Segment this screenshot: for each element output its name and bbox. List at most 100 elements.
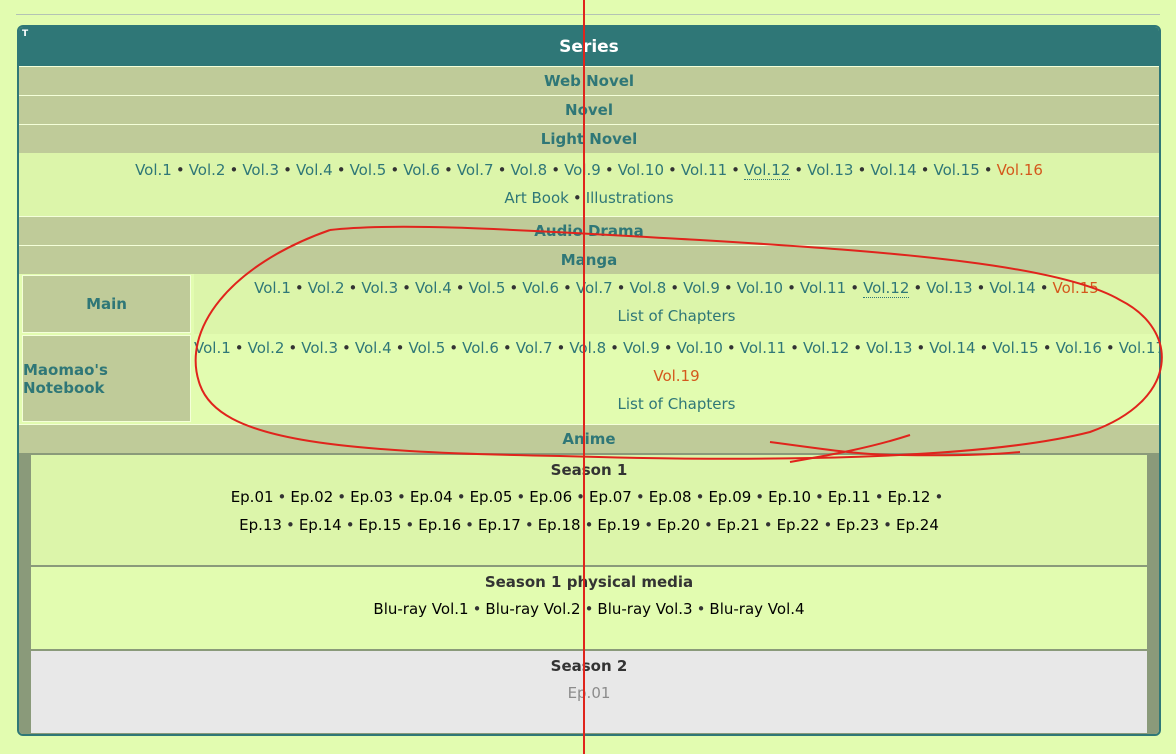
episode-link[interactable]: Ep.16 bbox=[418, 516, 462, 534]
light-novel-volume-link[interactable]: Vol.14 bbox=[870, 161, 917, 179]
light-novel-volume-link[interactable]: Vol.11 bbox=[680, 161, 728, 179]
notebook-volume-link[interactable]: Vol.7 bbox=[515, 339, 553, 357]
light-novel-volume-link[interactable]: Vol.6 bbox=[403, 161, 440, 179]
light-novel-extra-link[interactable]: Art Book bbox=[504, 189, 569, 207]
notebook-volume-link[interactable]: Vol.11 bbox=[739, 339, 787, 357]
manga-volume-link[interactable]: Vol.2 bbox=[307, 279, 345, 297]
manga-main-link[interactable]: Main bbox=[86, 295, 127, 313]
light-novel-volume-link[interactable]: Vol.10 bbox=[617, 161, 664, 179]
list-separator: • bbox=[497, 161, 507, 179]
manga-volume-link[interactable]: Vol.15 bbox=[1052, 279, 1099, 297]
episode-link[interactable]: Ep.06 bbox=[529, 488, 573, 506]
episode-link[interactable]: Ep.21 bbox=[716, 516, 760, 534]
section-novel[interactable]: Novel bbox=[19, 95, 1159, 124]
episode-link[interactable]: Ep.01 bbox=[567, 684, 611, 702]
notebook-volume-link[interactable]: Vol.2 bbox=[247, 339, 285, 357]
notebook-volume-link[interactable]: Vol.16 bbox=[1055, 339, 1102, 357]
episode-link[interactable]: Ep.11 bbox=[827, 488, 871, 506]
manga-volume-link[interactable]: Vol.10 bbox=[736, 279, 784, 297]
notebook-volume-link[interactable]: Vol.3 bbox=[301, 339, 339, 357]
light-novel-volume-link[interactable]: Vol.2 bbox=[188, 161, 226, 179]
maomao-notebook-link[interactable]: Maomao's Notebook bbox=[23, 360, 108, 397]
notebook-volume-link[interactable]: Vol.1 bbox=[194, 339, 231, 357]
anime-link[interactable]: Anime bbox=[562, 430, 616, 448]
maomao-notebook-label[interactable]: Maomao's Notebook bbox=[22, 335, 191, 422]
light-novel-volume-link[interactable]: Vol.4 bbox=[295, 161, 333, 179]
section-audio-drama[interactable]: Audio Drama bbox=[19, 216, 1159, 245]
episode-link[interactable]: Ep.04 bbox=[409, 488, 453, 506]
section-web-novel[interactable]: Web Novel bbox=[19, 66, 1159, 95]
manga-volume-link[interactable]: Vol.12 bbox=[863, 279, 910, 298]
light-novel-volume-link[interactable]: Vol.3 bbox=[242, 161, 280, 179]
bluray-link[interactable]: Blu-ray Vol.4 bbox=[709, 600, 805, 618]
bluray-link[interactable]: Blu-ray Vol.3 bbox=[597, 600, 693, 618]
light-novel-volume-link[interactable]: Vol.7 bbox=[456, 161, 494, 179]
bluray-link[interactable]: Blu-ray Vol.1 bbox=[373, 600, 469, 618]
manga-link[interactable]: Manga bbox=[560, 251, 618, 269]
light-novel-volume-link[interactable]: Vol.1 bbox=[135, 161, 172, 179]
episode-link[interactable]: Ep.18 bbox=[537, 516, 581, 534]
notebook-volume-link[interactable]: Vol.10 bbox=[676, 339, 723, 357]
manga-volume-link[interactable]: Vol.9 bbox=[683, 279, 720, 297]
section-manga[interactable]: Manga bbox=[19, 245, 1159, 274]
manga-volume-link[interactable]: Vol.11 bbox=[799, 279, 847, 297]
notebook-volume-link[interactable]: Vol.9 bbox=[623, 339, 660, 357]
episode-link[interactable]: Ep.10 bbox=[768, 488, 812, 506]
episode-link[interactable]: Ep.09 bbox=[708, 488, 752, 506]
light-novel-link[interactable]: Light Novel bbox=[540, 130, 638, 148]
manga-volume-link[interactable]: Vol.3 bbox=[361, 279, 399, 297]
audio-drama-link[interactable]: Audio Drama bbox=[534, 222, 644, 240]
light-novel-extra-link[interactable]: Illustrations bbox=[585, 189, 674, 207]
manga-volume-link[interactable]: Vol.7 bbox=[575, 279, 613, 297]
notebook-volume-link[interactable]: Vol.17 bbox=[1118, 339, 1161, 357]
section-anime[interactable]: Anime bbox=[19, 424, 1159, 453]
notebook-volume-link[interactable]: Vol.19 bbox=[653, 367, 700, 385]
light-novel-volume-link[interactable]: Vol.5 bbox=[349, 161, 387, 179]
episode-link[interactable]: Ep.12 bbox=[887, 488, 931, 506]
notebook-chapters-link[interactable]: List of Chapters bbox=[617, 395, 736, 413]
notebook-volume-link[interactable]: Vol.14 bbox=[929, 339, 976, 357]
episode-link[interactable]: Ep.07 bbox=[589, 488, 632, 506]
episode-link[interactable]: Ep.24 bbox=[896, 516, 939, 534]
manga-volume-link[interactable]: Vol.4 bbox=[415, 279, 452, 297]
manga-volume-link[interactable]: Vol.1 bbox=[254, 279, 291, 297]
notebook-volume-link[interactable]: Vol.13 bbox=[866, 339, 913, 357]
light-novel-volume-link[interactable]: Vol.16 bbox=[996, 161, 1043, 179]
manga-main-chapters-link[interactable]: List of Chapters bbox=[617, 307, 736, 325]
manga-volume-link[interactable]: Vol.14 bbox=[989, 279, 1036, 297]
light-novel-volume-link[interactable]: Vol.15 bbox=[933, 161, 980, 179]
episode-link[interactable]: Ep.15 bbox=[358, 516, 402, 534]
light-novel-volume-link[interactable]: Vol.12 bbox=[744, 161, 791, 180]
episode-link[interactable]: Ep.23 bbox=[836, 516, 880, 534]
episode-link[interactable]: Ep.22 bbox=[776, 516, 820, 534]
episode-link[interactable]: Ep.05 bbox=[469, 488, 513, 506]
notebook-volume-link[interactable]: Vol.6 bbox=[462, 339, 499, 357]
episode-link[interactable]: Ep.08 bbox=[648, 488, 692, 506]
light-novel-volume-link[interactable]: Vol.9 bbox=[564, 161, 601, 179]
notebook-volume-link[interactable]: Vol.5 bbox=[408, 339, 446, 357]
episode-link[interactable]: Ep.13 bbox=[239, 516, 282, 534]
collapse-toggle[interactable]: T bbox=[22, 29, 29, 39]
manga-volume-link[interactable]: Vol.6 bbox=[522, 279, 560, 297]
light-novel-volume-link[interactable]: Vol.8 bbox=[510, 161, 548, 179]
web-novel-link[interactable]: Web Novel bbox=[543, 72, 635, 90]
manga-volume-link[interactable]: Vol.5 bbox=[468, 279, 506, 297]
light-novel-volume-link[interactable]: Vol.13 bbox=[807, 161, 854, 179]
episode-link[interactable]: Ep.01 bbox=[230, 488, 274, 506]
episode-link[interactable]: Ep.20 bbox=[657, 516, 700, 534]
manga-main-label[interactable]: Main bbox=[22, 275, 191, 333]
manga-volume-link[interactable]: Vol.8 bbox=[629, 279, 667, 297]
section-light-novel[interactable]: Light Novel bbox=[19, 124, 1159, 153]
episode-link[interactable]: Ep.02 bbox=[290, 488, 334, 506]
notebook-volume-link[interactable]: Vol.15 bbox=[992, 339, 1039, 357]
notebook-volume-link[interactable]: Vol.8 bbox=[569, 339, 607, 357]
manga-volume-link[interactable]: Vol.13 bbox=[926, 279, 973, 297]
bluray-link[interactable]: Blu-ray Vol.2 bbox=[485, 600, 581, 618]
novel-link[interactable]: Novel bbox=[565, 101, 613, 119]
episode-link[interactable]: Ep.14 bbox=[298, 516, 342, 534]
notebook-volume-link[interactable]: Vol.12 bbox=[802, 339, 850, 357]
episode-link[interactable]: Ep.19 bbox=[597, 516, 641, 534]
episode-link[interactable]: Ep.17 bbox=[477, 516, 521, 534]
notebook-volume-link[interactable]: Vol.4 bbox=[354, 339, 392, 357]
episode-link[interactable]: Ep.03 bbox=[350, 488, 393, 506]
